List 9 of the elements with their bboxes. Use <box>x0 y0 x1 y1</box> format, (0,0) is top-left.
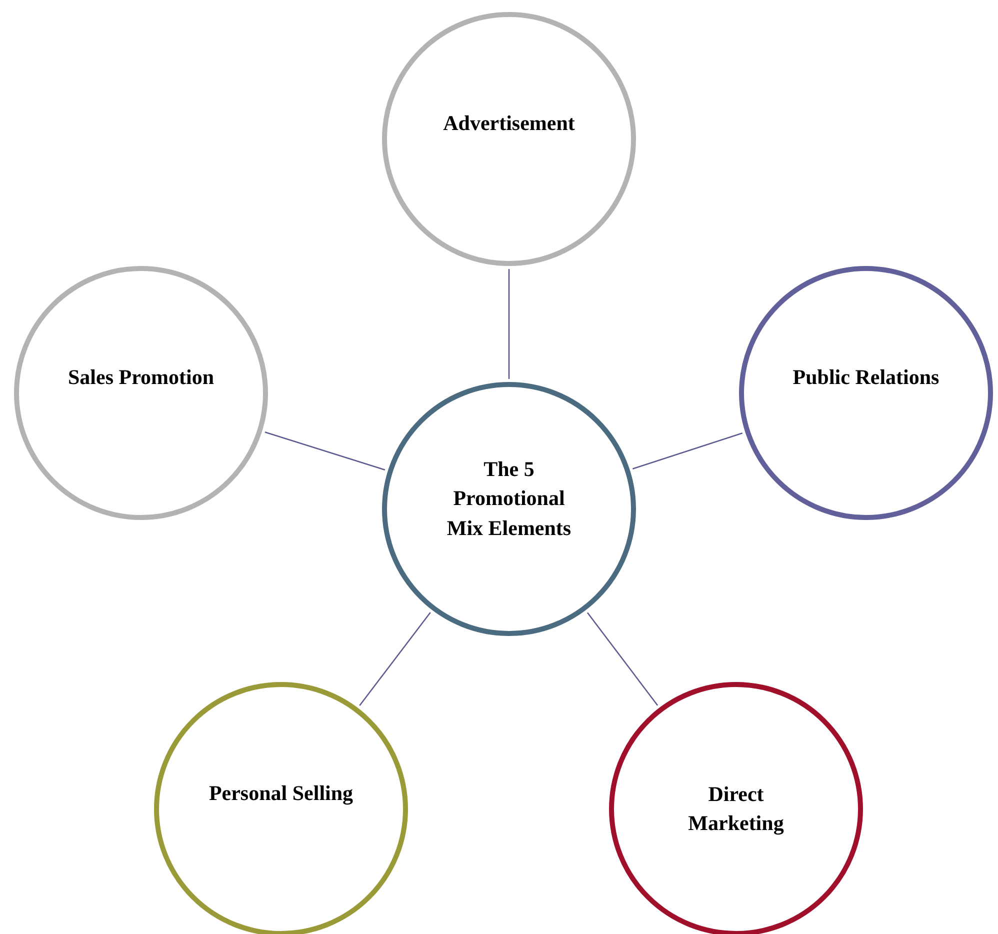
node-label: Sales Promotion <box>68 364 214 392</box>
connector-line <box>508 269 510 379</box>
node-label: Direct Marketing <box>687 780 785 837</box>
node-label: Advertisement <box>443 110 575 138</box>
node-label: Public Relations <box>792 364 940 392</box>
node-label: Personal Selling <box>208 780 354 808</box>
connector-line <box>586 612 658 706</box>
connector-line <box>359 612 431 706</box>
node-label: The 5 Promotional Mix Elements <box>446 456 572 542</box>
